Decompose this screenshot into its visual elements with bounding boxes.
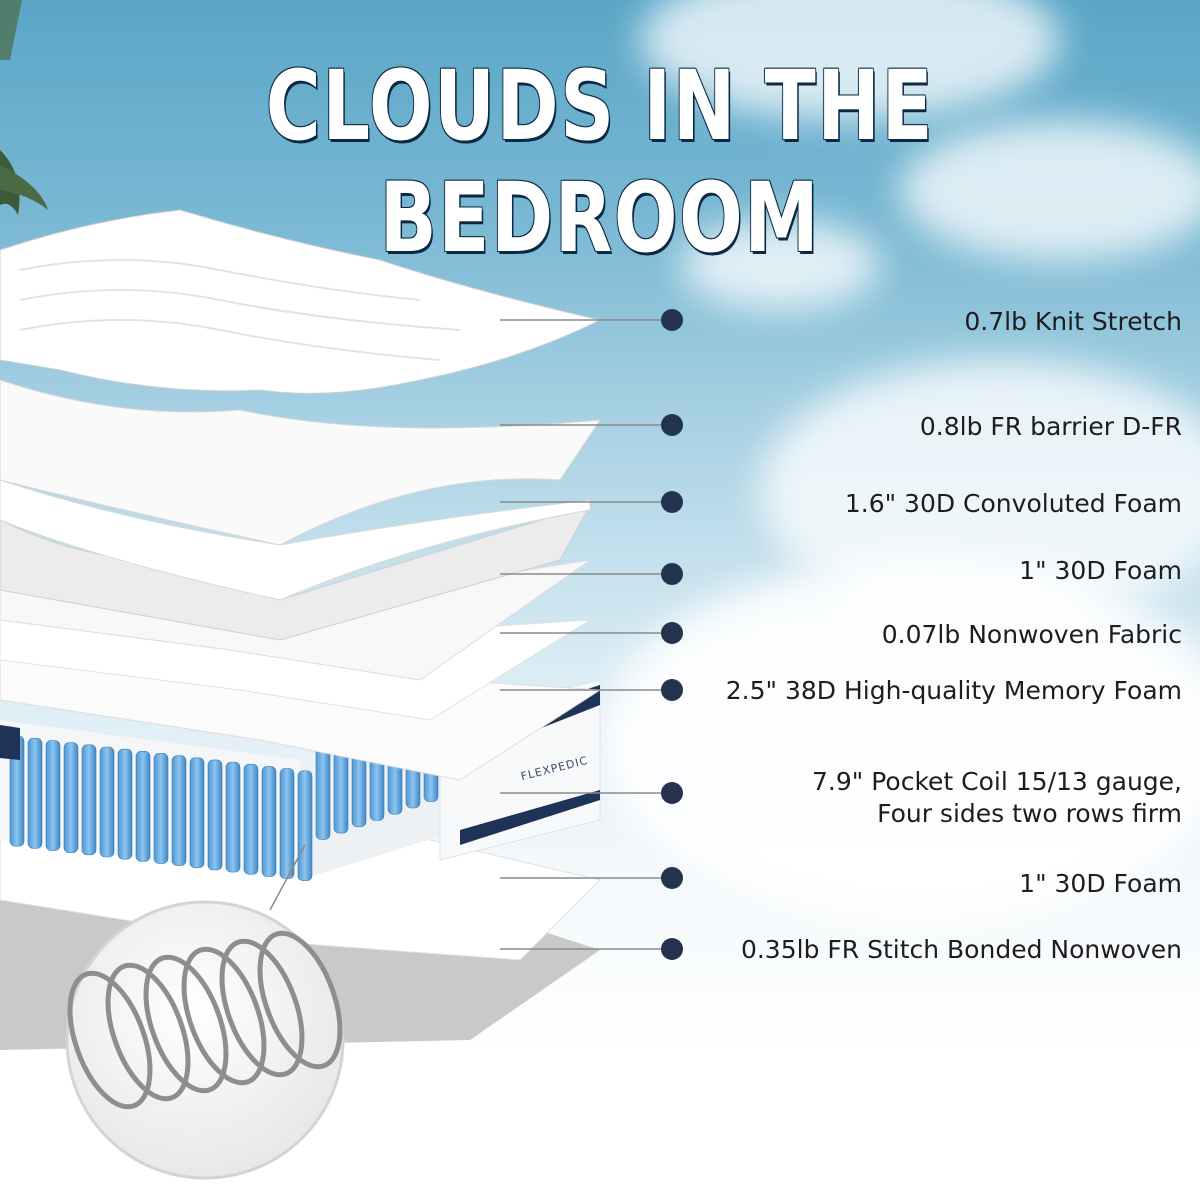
layer-marker bbox=[661, 867, 683, 889]
layer-label: 1" 30D Foam bbox=[1019, 869, 1182, 898]
layer-marker bbox=[661, 491, 683, 513]
layer-marker bbox=[661, 679, 683, 701]
layer-label: 7.9" Pocket Coil 15/13 gauge, bbox=[812, 767, 1182, 796]
layer-label: 1" 30D Foam bbox=[1019, 556, 1182, 585]
layer-marker bbox=[661, 938, 683, 960]
layer-label: 0.8lb FR barrier D-FR bbox=[919, 412, 1182, 441]
layer-marker bbox=[661, 782, 683, 804]
cloud bbox=[600, 560, 1200, 920]
layer-label: 0.35lb FR Stitch Bonded Nonwoven bbox=[740, 935, 1182, 964]
cloud bbox=[900, 120, 1200, 260]
leader-lines bbox=[269, 319, 661, 950]
layer-marker bbox=[661, 563, 683, 585]
layer-label: 0.7lb Knit Stretch bbox=[964, 307, 1182, 336]
palm-tree bbox=[0, 0, 48, 215]
cloud bbox=[680, 220, 880, 310]
layer-label: 0.07lb Nonwoven Fabric bbox=[881, 620, 1182, 649]
layer-marker bbox=[661, 309, 683, 331]
coil-spring-closeup bbox=[65, 900, 345, 1180]
page-title: CLOUDS IN THE BEDROOM bbox=[265, 50, 935, 274]
barrier-layer bbox=[0, 379, 601, 546]
layer-label: 1.6" 30D Convoluted Foam bbox=[844, 489, 1182, 518]
layer-marker bbox=[661, 622, 683, 644]
layer-label-line2: Four sides two rows firm bbox=[877, 799, 1182, 828]
layer-label: 2.5" 38D High-quality Memory Foam bbox=[725, 676, 1182, 705]
layer-marker bbox=[661, 414, 683, 436]
